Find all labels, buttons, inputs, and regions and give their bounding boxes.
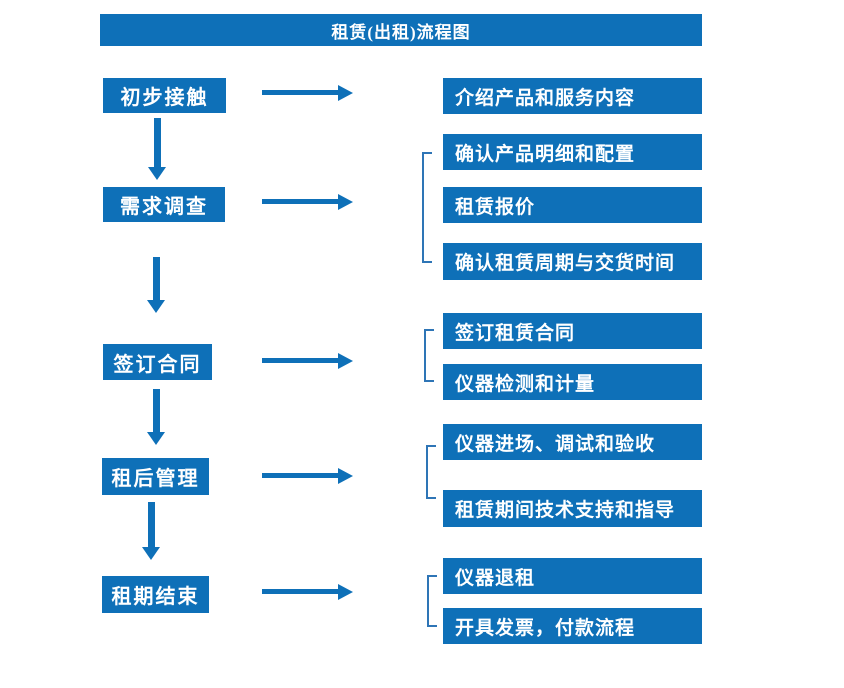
stage-box-post-rental-management: 租后管理 xyxy=(102,458,209,495)
arrow-head xyxy=(338,194,353,210)
group-bracket-rental-end xyxy=(427,575,437,627)
arrow-down-icon-1 xyxy=(148,118,167,180)
arrow-head xyxy=(147,432,165,445)
arrow-right-icon-3 xyxy=(262,353,353,369)
output-box-introduce-products: 介绍产品和服务内容 xyxy=(443,78,702,114)
arrow-shaft xyxy=(153,257,160,300)
output-box-confirm-details: 确认产品明细和配置 xyxy=(443,134,702,170)
arrow-head xyxy=(147,300,165,313)
output-box-sign-rental-contract: 签订租赁合同 xyxy=(443,313,702,349)
stage-box-initial-contact: 初步接触 xyxy=(103,78,226,113)
arrow-down-icon-4 xyxy=(142,502,161,560)
stage-box-sign-contract: 签订合同 xyxy=(103,344,212,380)
output-box-instrument-return: 仪器退租 xyxy=(443,558,702,594)
arrow-shaft xyxy=(262,589,338,594)
group-bracket-demand-survey xyxy=(422,152,432,263)
arrow-head xyxy=(148,167,166,180)
arrow-head xyxy=(338,584,353,600)
output-box-instrument-arrival: 仪器进场、调试和验收 xyxy=(443,424,702,460)
output-box-invoice-payment: 开具发票，付款流程 xyxy=(443,608,702,644)
output-box-rental-quote: 租赁报价 xyxy=(443,187,702,223)
stage-box-rental-end: 租期结束 xyxy=(102,576,209,613)
output-box-instrument-inspection: 仪器检测和计量 xyxy=(443,364,702,400)
arrow-head xyxy=(338,468,353,484)
arrow-shaft xyxy=(262,90,338,95)
arrow-shaft xyxy=(262,473,338,478)
arrow-down-icon-2 xyxy=(147,257,166,313)
output-box-confirm-period-delivery: 确认租赁周期与交货时间 xyxy=(443,243,702,280)
arrow-right-icon-5 xyxy=(262,584,353,600)
arrow-right-icon-2 xyxy=(262,194,353,210)
arrow-down-icon-3 xyxy=(147,389,166,445)
arrow-head xyxy=(338,85,353,101)
group-bracket-sign-contract xyxy=(424,329,434,382)
flowchart-title: 租赁(出租)流程图 xyxy=(100,14,702,46)
arrow-head xyxy=(142,547,160,560)
arrow-right-icon-4 xyxy=(262,468,353,484)
arrow-shaft xyxy=(154,118,161,167)
arrow-right-icon-1 xyxy=(262,85,353,101)
arrow-shaft xyxy=(262,358,338,363)
stage-box-demand-survey: 需求调查 xyxy=(103,187,225,222)
arrow-head xyxy=(338,353,353,369)
output-box-tech-support: 租赁期间技术支持和指导 xyxy=(443,490,702,527)
group-bracket-post-rental xyxy=(426,445,436,499)
arrow-shaft xyxy=(153,389,160,432)
arrow-shaft xyxy=(148,502,155,547)
arrow-shaft xyxy=(262,199,338,204)
